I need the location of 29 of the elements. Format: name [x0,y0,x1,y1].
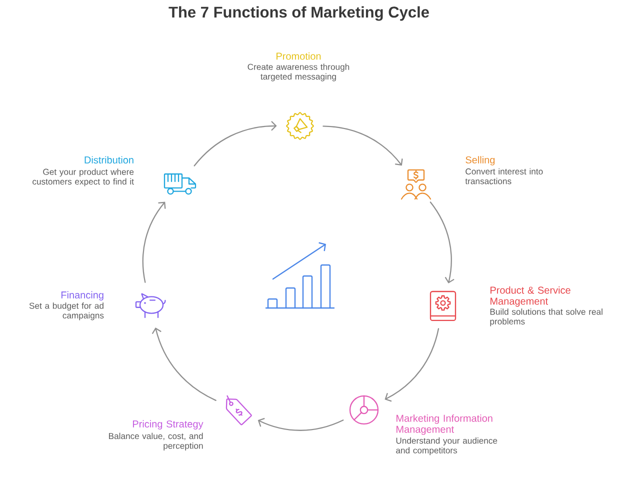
description: Create awareness through targeted messaging [248,64,350,82]
heading: Pricing Strategy [132,420,204,430]
heading: Financing [61,291,104,300]
arrow [384,328,440,402]
gear-book-icon [430,290,456,322]
description: Build solutions that solve real problems [490,308,602,326]
heading: Selling [466,156,495,166]
heading: Marketing Information Management [396,414,492,435]
megaphone-icon [286,112,314,140]
description: Set a budget for ad campaigns [29,302,104,320]
heading: Distribution [84,156,134,164]
arrow [322,126,403,166]
description: Balance value, cost, and perception [109,432,203,450]
description: Get your product where customers expect to find it [32,168,134,186]
price-tag-icon [226,395,252,426]
wheel-icon [349,395,379,425]
description: Convert interest into transactions [465,168,543,184]
arrow [258,418,344,431]
arrow [194,120,277,166]
piggy-bank-icon [135,293,166,318]
people-dollar-icon [400,169,432,200]
arrow [142,202,166,283]
truck-icon [164,173,196,195]
arrow [430,202,454,284]
heading: Product & Service Management [490,286,570,307]
arrow [152,328,216,401]
title: The 7 Functions of Marketing Cycle [168,6,429,21]
description: Understand your audience and competitors [396,437,498,456]
heading: Promotion [276,52,321,60]
